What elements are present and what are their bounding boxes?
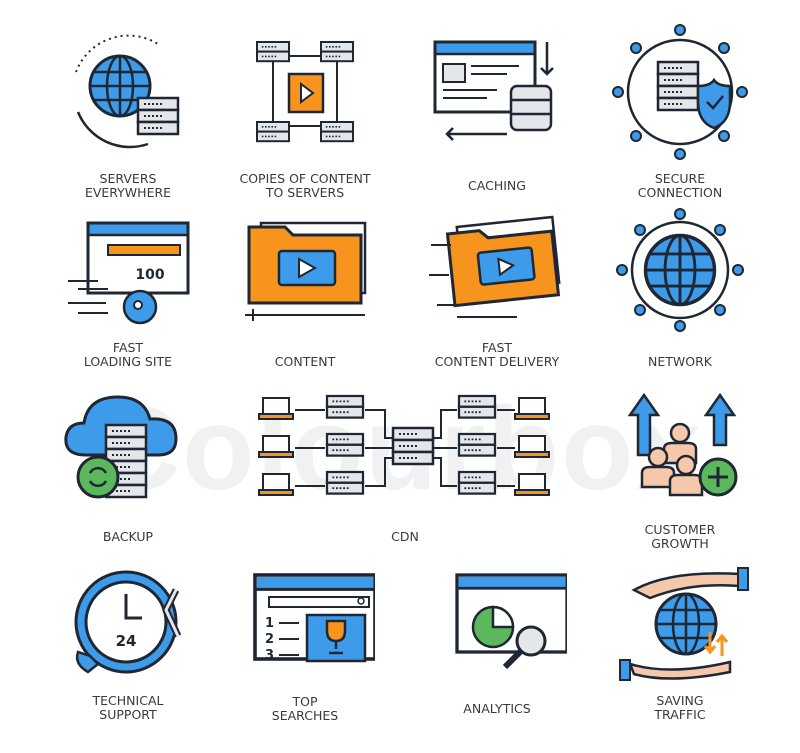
icon-label: BACKUP xyxy=(102,529,154,544)
icon-label: CDN xyxy=(391,529,419,544)
analytics-icon xyxy=(455,573,567,670)
icon-network: NETWORK xyxy=(590,205,770,369)
fast-folder-icon xyxy=(429,215,561,318)
list-number: 2 xyxy=(265,632,274,647)
speed-gauge-icon: 100 xyxy=(68,221,190,325)
icon-caching: CACHING xyxy=(407,22,587,193)
icon-label: CONTENT xyxy=(274,354,336,369)
icon-cdn: CDN xyxy=(245,390,565,544)
cloud-backup-icon xyxy=(64,395,178,499)
icon-content: CONTENT xyxy=(215,205,395,369)
icon-analytics: ANALYTICS xyxy=(407,565,587,716)
caching-icon xyxy=(433,40,554,141)
cdn-network-icon xyxy=(258,394,550,496)
clock-text: 24 xyxy=(116,632,137,650)
video-folder-icon xyxy=(245,221,367,321)
globe-servers-icon xyxy=(75,34,198,149)
customer-growth-icon xyxy=(627,392,738,497)
icon-label: CACHING xyxy=(468,178,526,193)
gauge-value: 100 xyxy=(135,267,164,283)
support-clock-icon: 24 xyxy=(74,570,182,674)
icon-label: ANALYTICS xyxy=(463,701,531,716)
icon-label: NETWORK xyxy=(648,354,712,369)
content-servers-icon xyxy=(255,40,355,143)
network-globe-icon xyxy=(616,208,744,332)
icon-backup: BACKUP xyxy=(38,385,218,544)
search-trophy-icon: 1 2 3 xyxy=(253,573,375,663)
list-number: 3 xyxy=(265,648,274,663)
shield-server-icon xyxy=(612,24,748,160)
list-number: 1 xyxy=(265,616,274,631)
saving-traffic-icon xyxy=(619,567,749,681)
